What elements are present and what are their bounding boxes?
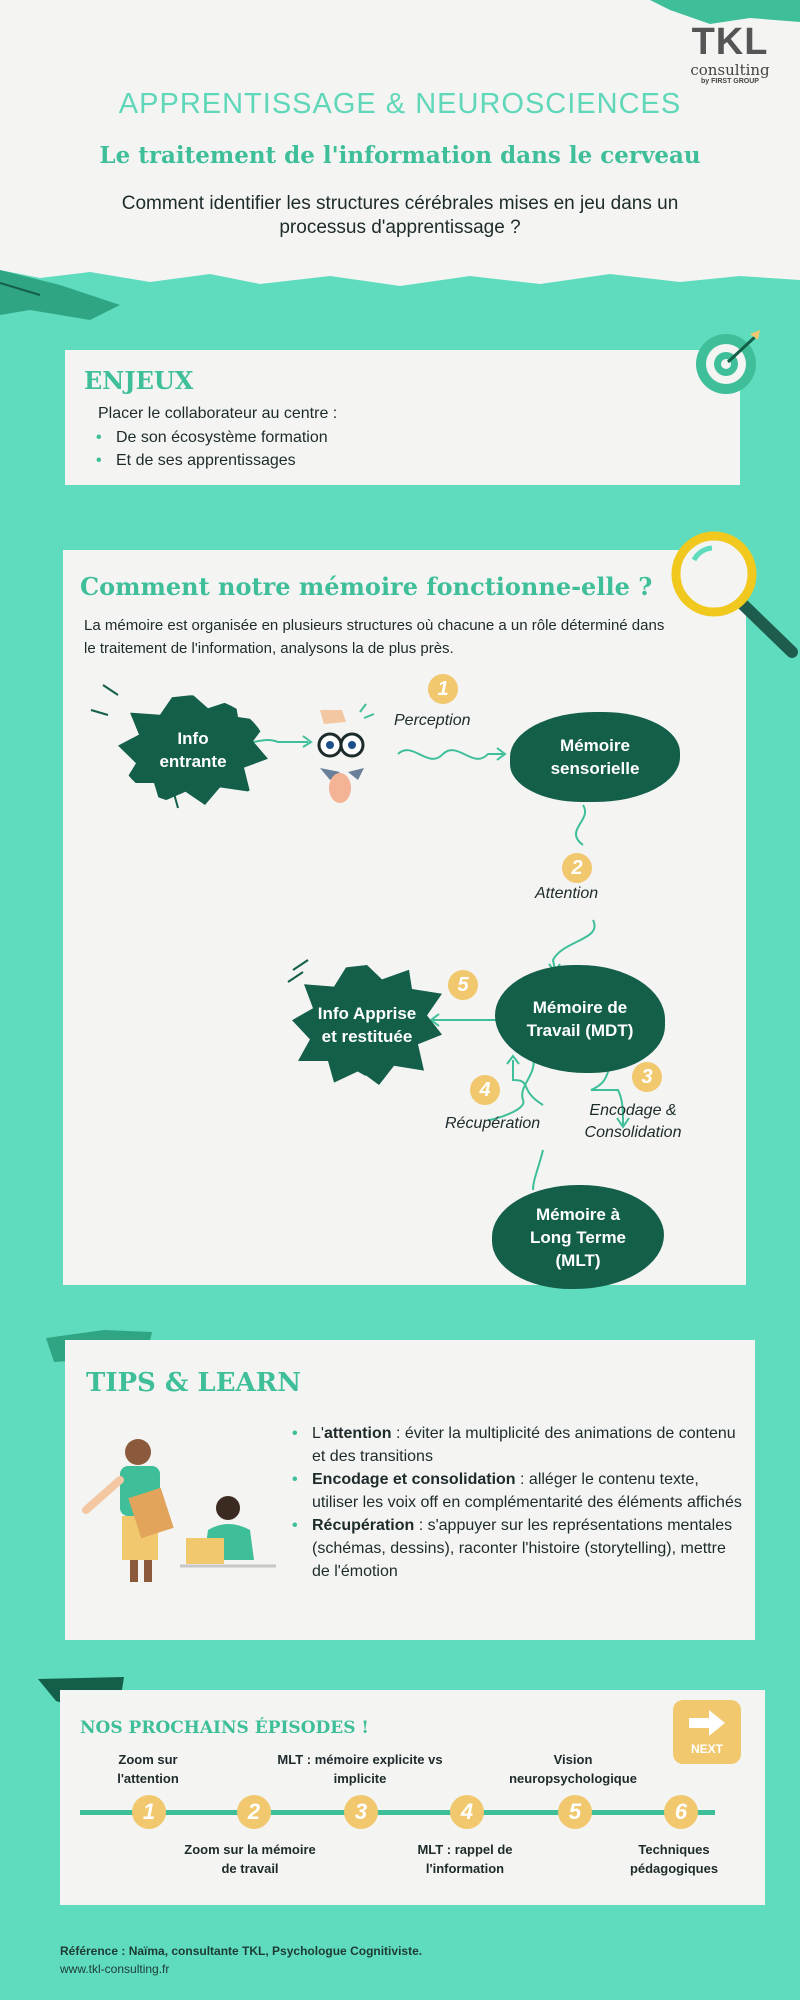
tips-list: L'attention : éviter la multiplicité des…	[292, 1422, 742, 1583]
enjeux-item: De son écosystème formation	[96, 426, 328, 449]
memoire-sensorielle-label: Mémoire sensorielle	[550, 736, 640, 778]
enjeux-item: Et de ses apprentissages	[96, 449, 328, 472]
memoire-sensorielle-node: Mémoire sensorielle	[510, 712, 680, 802]
enjeux-list: De son écosystème formation Et de ses ap…	[96, 426, 328, 472]
memoire-long-terme-node: Mémoire à Long Terme (MLT)	[492, 1185, 664, 1289]
tip-item-encodage: Encodage et consolidation : alléger le c…	[292, 1468, 742, 1514]
enjeux-heading: ENJEUX	[84, 366, 194, 395]
perception-illustration	[317, 703, 375, 803]
episode-step-5: 5	[558, 1795, 592, 1829]
episode-label-1: Zoom sur l'attention	[117, 1752, 179, 1786]
tips-heading: TIPS & LEARN	[86, 1368, 302, 1398]
step-badge-5: 5	[448, 970, 478, 1000]
page-question: Comment identifier les structures cérébr…	[121, 193, 679, 238]
logo-by-text: by FIRST GROUP	[701, 78, 759, 85]
episode-step-6: 6	[664, 1795, 698, 1829]
episode-label-6: Techniques pédagogiques	[629, 1842, 719, 1876]
info-entrante-label: Info entrante	[159, 729, 227, 771]
header-torn-edge	[0, 270, 800, 320]
step-label-recuperation: Récupération	[445, 1115, 541, 1132]
episode-label-4: MLT : rappel de l'information	[417, 1842, 513, 1876]
episode-label-5: Vision neuropsychologique	[509, 1752, 637, 1786]
step-badge-1: 1	[428, 674, 458, 704]
step-badge-4: 4	[470, 1075, 500, 1105]
step-badge-2: 2	[562, 853, 592, 883]
memoire-travail-node: Mémoire de Travail (MDT)	[495, 965, 665, 1073]
brush-stroke-top-right	[650, 0, 800, 24]
step-badge-3: 3	[632, 1062, 662, 1092]
episode-step-2: 2	[237, 1795, 271, 1829]
brush-stroke-left	[0, 270, 120, 320]
memoire-heading: Comment notre mémoire fonctionne-elle ?	[80, 572, 653, 601]
episode-step-1: 1	[132, 1795, 166, 1829]
step-label-encodage: Encodage & Consolidation	[584, 1102, 682, 1141]
next-button[interactable]: NEXT	[673, 1700, 741, 1764]
tkl-logo[interactable]: TKL consulting by FIRST GROUP	[680, 22, 780, 85]
learners-illustration	[82, 1439, 276, 1582]
episode-label-2: Zoom sur la mémoire de travail	[184, 1842, 316, 1876]
episode-step-4: 4	[450, 1795, 484, 1829]
episode-step-3: 3	[344, 1795, 378, 1829]
info-apprise-label: Info Apprise et restituée	[317, 1004, 417, 1046]
page-subtitle: Le traitement de l'information dans le c…	[99, 142, 701, 169]
episodes-card	[60, 1690, 765, 1905]
page-title: APPRENTISSAGE & NEUROSCIENCES	[118, 88, 682, 120]
episodes-heading: NOS PROCHAINS ÉPISODES !	[80, 1718, 369, 1738]
header-section	[0, 0, 800, 300]
memoire-intro: La mémoire est organisée en plusieurs st…	[84, 617, 665, 657]
step-label-perception: Perception	[394, 712, 471, 729]
episodes-timeline	[80, 1810, 715, 1815]
logo-main-text: TKL	[691, 21, 769, 63]
memoire-long-terme-label: Mémoire à Long Terme (MLT)	[529, 1204, 627, 1270]
footer-reference: Référence : Naïma, consultante TKL, Psyc…	[60, 1944, 423, 1958]
memoire-card	[63, 550, 746, 1285]
arrow-right-icon	[689, 1710, 725, 1736]
next-label: NEXT	[690, 1742, 723, 1756]
target-icon	[696, 330, 760, 394]
memoire-travail-label: Mémoire de Travail (MDT)	[526, 998, 634, 1040]
magnifier-icon	[671, 531, 798, 658]
enjeux-intro: Placer le collaborateur au centre :	[98, 405, 338, 422]
logo-sub-text: consulting	[690, 61, 770, 79]
tip-item-attention: L'attention : éviter la multiplicité des…	[292, 1422, 742, 1468]
step-label-attention: Attention	[535, 885, 599, 902]
tip-item-recuperation: Récupération : s'appuyer sur les représe…	[292, 1514, 742, 1583]
episode-label-3: MLT : mémoire explicite vs implicite	[277, 1752, 443, 1786]
footer-website-link[interactable]: www.tkl-consulting.fr	[60, 1962, 170, 1976]
